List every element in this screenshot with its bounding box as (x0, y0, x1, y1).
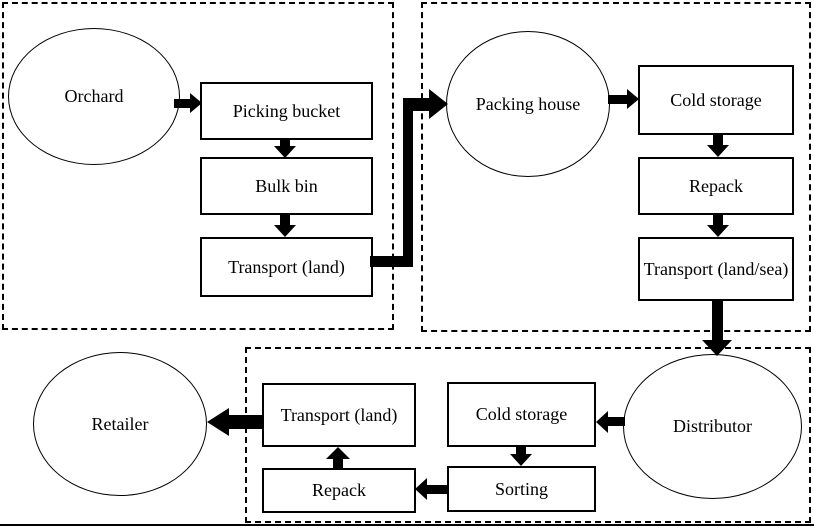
arrow-head-down-icon (707, 225, 729, 237)
node-picking-bucket: Picking bucket (200, 82, 373, 140)
arrow-shaft (608, 95, 628, 104)
arrow-head-down-icon (274, 225, 296, 237)
arrow-shaft (280, 140, 290, 147)
node-transport-land-2: Transport (land) (262, 383, 416, 447)
arrow-shaft (174, 99, 192, 108)
arrow-head-down-icon (707, 145, 729, 157)
node-transport-land-sea-label: Transport (land/sea) (643, 258, 789, 279)
node-distributor-label: Distributor (673, 416, 752, 436)
node-sorting-label: Sorting (494, 478, 548, 499)
node-transport-land-sea: Transport (land/sea) (638, 237, 794, 301)
arrow-head-down-icon (510, 454, 532, 466)
arrow-head-left-icon (596, 411, 608, 433)
arrow-head-down-icon (274, 146, 296, 158)
node-retailer-label: Retailer (91, 413, 149, 434)
node-orchard: Orchard (8, 28, 180, 165)
distribution-stage-group-box (245, 347, 811, 523)
node-cold-storage-2: Cold storage (447, 382, 596, 447)
node-packing-house: Packing house (446, 31, 610, 177)
node-transport-land-1: Transport (land) (200, 237, 373, 297)
arrow-shaft (333, 458, 343, 468)
arrow-shaft (713, 215, 723, 226)
arrow-head-right-icon (190, 93, 202, 113)
arrow-shaft (608, 417, 625, 426)
arrow-shaft (427, 485, 447, 494)
node-cold-storage-2-label: Cold storage (475, 404, 568, 424)
arrow-head-left-icon (207, 408, 229, 436)
node-picking-bucket-label: Picking bucket (232, 100, 341, 121)
arrow-shaft (516, 447, 526, 455)
node-sorting: Sorting (447, 466, 596, 512)
arrow-head-left-icon (415, 478, 427, 500)
node-cold-storage-1-label: Cold storage (670, 89, 762, 110)
arrow-shaft (712, 301, 723, 341)
arrow-shaft (229, 415, 262, 429)
node-repack-2-label: Repack (312, 480, 366, 500)
arrow-shaft (280, 215, 290, 226)
arrow-head-right-icon (429, 89, 448, 119)
node-distributor: Distributor (623, 354, 802, 499)
node-orchard-label: Orchard (64, 86, 124, 106)
orchard-stage-group-box (2, 2, 394, 330)
node-bulk-bin-label: Bulk bin (255, 175, 318, 196)
arrow-shaft (713, 135, 723, 146)
node-retailer: Retailer (33, 352, 207, 496)
arrow-shaft (403, 98, 413, 267)
node-cold-storage-1: Cold storage (638, 65, 794, 135)
arrow-shaft (403, 98, 430, 111)
arrow-head-right-icon (627, 89, 639, 109)
arrow-head-down-icon (702, 340, 732, 356)
arrow-head-up-icon (326, 447, 350, 459)
node-repack-1-label: Repack (689, 175, 743, 196)
node-bulk-bin: Bulk bin (200, 157, 373, 215)
arrow-shaft (370, 256, 413, 267)
node-repack-2: Repack (262, 468, 416, 513)
packing-stage-group-box (421, 2, 811, 332)
node-transport-land-1-label: Transport (land) (228, 256, 345, 277)
node-repack-1: Repack (638, 157, 794, 215)
node-transport-land-2-label: Transport (land) (280, 404, 398, 425)
node-packing-house-label: Packing house (475, 93, 581, 114)
bottom-rule-line (0, 524, 814, 526)
